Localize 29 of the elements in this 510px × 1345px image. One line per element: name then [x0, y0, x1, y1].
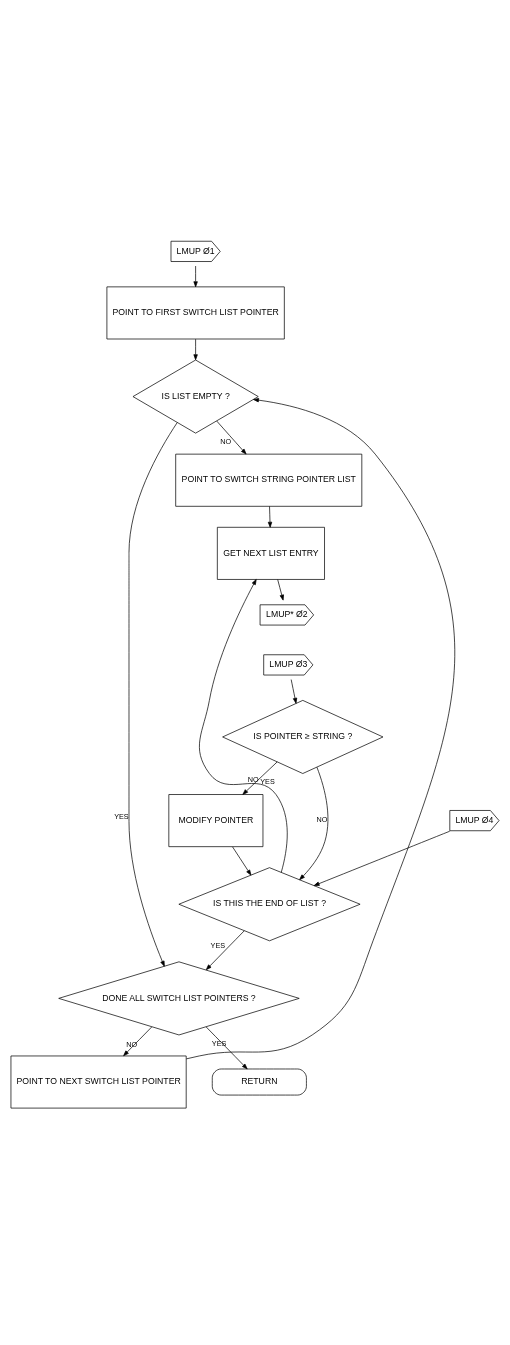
arrow: [193, 338, 198, 361]
arrow: [242, 761, 278, 795]
edge-label: NO: [247, 774, 259, 784]
node-box: RETURN: [211, 1068, 307, 1096]
arrow: [277, 579, 284, 601]
edge-label: YES: [114, 812, 129, 822]
arrow: [313, 830, 451, 886]
edge-label: NO: [220, 436, 232, 446]
arrow: [205, 1026, 248, 1070]
arrow: [299, 766, 329, 881]
node-box: POINT TO FIRST SWITCH LIST POINTER: [106, 286, 285, 340]
node-diamond: IS POINTER ≥ STRING ?: [222, 700, 384, 774]
arrow: [290, 679, 298, 704]
node-box: GET NEXT LIST ENTRY: [217, 526, 325, 580]
edge-label: YES: [210, 940, 226, 950]
arrow: [186, 398, 456, 1060]
arrow: [123, 1026, 153, 1057]
arrow: [216, 420, 247, 455]
node-box: POINT TO NEXT SWITCH LIST POINTER: [10, 1055, 187, 1109]
edge-label: NO: [316, 815, 328, 825]
arrow: [128, 422, 178, 967]
arrow: [199, 579, 288, 873]
edge-label: YES: [260, 777, 275, 786]
arrow: [267, 506, 273, 528]
node-box: MODIFY POINTER: [168, 794, 264, 848]
node-box: POINT TO SWITCH STRING POINTER LIST: [175, 453, 363, 507]
arrow: [232, 846, 252, 876]
arrow: [205, 930, 245, 971]
arrow: [193, 265, 198, 288]
